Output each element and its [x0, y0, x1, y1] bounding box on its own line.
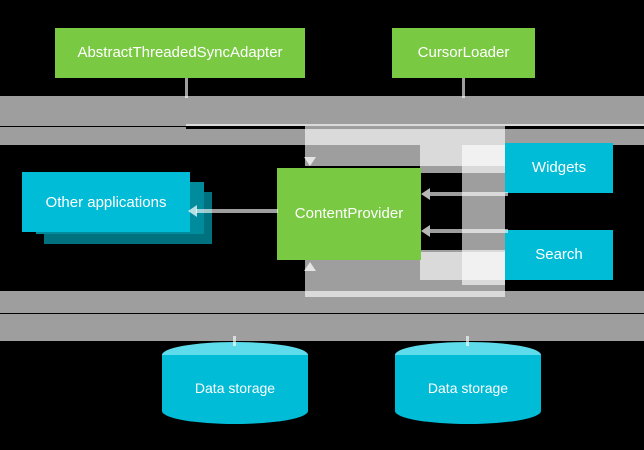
edge-syncadapter-leg	[185, 78, 188, 98]
arrowhead-into-contentprovider-bottom	[304, 262, 316, 271]
other-applications-card[interactable]: Other applications	[22, 172, 190, 232]
edge-datastorage-left-leg	[233, 336, 236, 346]
node-widgets[interactable]: Widgets	[505, 143, 613, 193]
node-abstract-threaded-sync-adapter[interactable]: AbstractThreadedSyncAdapter	[55, 28, 305, 78]
edge-datastorage-right-leg	[466, 336, 469, 346]
node-data-storage-right[interactable]: Data storage	[395, 342, 541, 424]
connector-band-bottom-lower	[0, 316, 644, 341]
data-storage-right-label: Data storage	[427, 380, 509, 396]
edge-otherapps-line	[196, 209, 278, 213]
cylinder-bottom-left	[162, 398, 308, 424]
node-cursor-loader[interactable]: CursorLoader	[392, 28, 535, 78]
connector-stroke-d	[0, 314, 644, 316]
connector-stroke-c	[0, 291, 644, 293]
node-other-applications[interactable]: Other applications	[22, 172, 212, 252]
data-storage-left-label: Data storage	[194, 380, 276, 396]
edge-cursorloader-leg	[462, 78, 465, 98]
arrowhead-into-contentprovider-top	[304, 157, 316, 166]
node-content-provider[interactable]: ContentProvider	[277, 168, 421, 260]
connector-stroke-b	[0, 127, 186, 129]
node-search[interactable]: Search	[505, 230, 613, 280]
edge-widgets-line	[430, 192, 508, 196]
arrowhead-into-otherapplications	[188, 205, 197, 217]
arrowhead-search-to-contentprovider	[421, 225, 430, 237]
node-data-storage-left[interactable]: Data storage	[162, 342, 308, 424]
connector-band-top	[0, 96, 644, 126]
connector-stroke-a	[186, 124, 644, 126]
edge-search-line	[430, 229, 508, 233]
connector-band-bottom	[0, 293, 644, 313]
arrowhead-widgets-to-contentprovider	[421, 188, 430, 200]
cylinder-bottom-right	[395, 398, 541, 424]
